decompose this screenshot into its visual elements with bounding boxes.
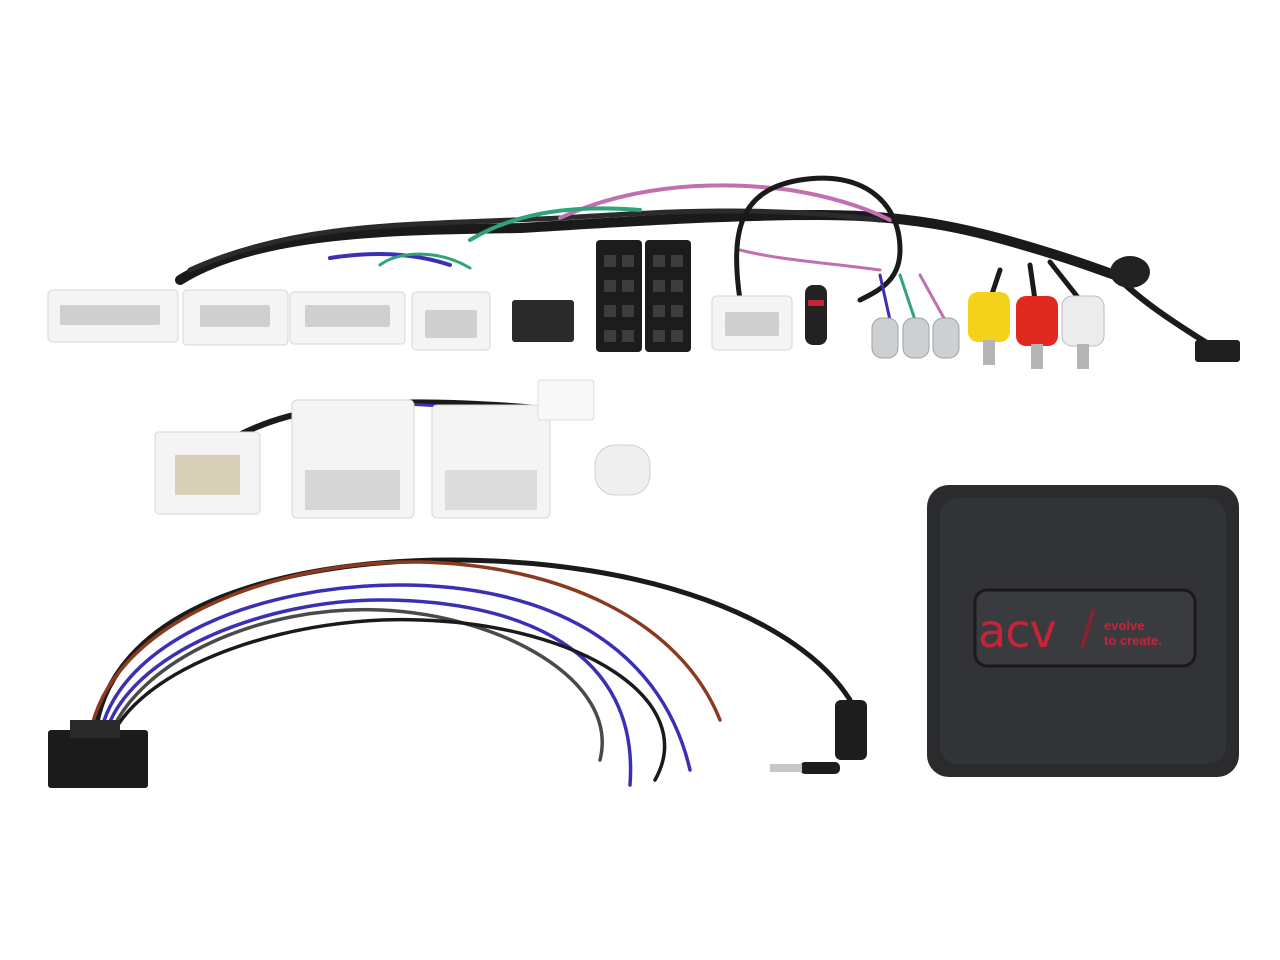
rca-plugs	[968, 292, 1105, 369]
module-brand-logo: acv	[978, 604, 1057, 658]
small-connector	[1195, 340, 1240, 362]
tagline-line-2: to create.	[1104, 633, 1162, 648]
module-tagline: evolve to create.	[1104, 618, 1162, 648]
radio-lead	[88, 557, 853, 787]
white-connectors	[47, 289, 793, 351]
ferrite-core	[1110, 256, 1150, 288]
iso-connectors	[512, 240, 691, 352]
logo-slash: /	[1080, 600, 1096, 654]
radio-connector	[48, 720, 148, 788]
small-grey-plugs	[871, 317, 960, 359]
control-module	[927, 485, 1239, 777]
antenna-plug	[805, 285, 827, 345]
main-harness-wires	[175, 175, 1213, 348]
jack-plug	[770, 700, 867, 774]
secondary-harness	[154, 379, 651, 519]
tagline-line-1: evolve	[1104, 618, 1145, 633]
